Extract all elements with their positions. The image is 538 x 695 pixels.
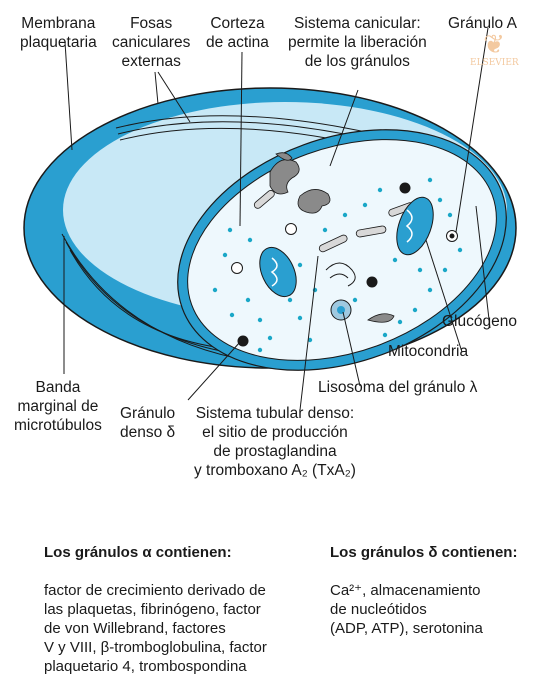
label-corteza: Corteza de actina [206,15,269,51]
glycogen-dot [257,347,263,353]
glycogen-dot [287,297,293,303]
label-sistema-tubular: Sistema tubular denso: el sitio de produ… [194,405,356,479]
glycogen-dot [222,252,228,258]
label-granulo-a: Gránulo A [448,15,517,32]
glycogen-dot [212,287,218,293]
elsevier-logo: ❦ ELSEVIER [470,30,519,68]
platelet-diagram [23,27,517,411]
glycogen-dot [297,262,303,268]
label-glucogeno: Glucógeno [442,313,517,330]
dense-granules [237,182,411,347]
glycogen-dot [447,212,453,218]
glycogen-dot [382,332,388,338]
legend-delta-body: Ca²⁺, almacenamiento de nucleótidos (ADP… [330,582,483,637]
dense-tubular-system [253,190,414,253]
glycogen-dot [267,335,273,341]
glycogen-dot [352,297,358,303]
legend-alpha-body: factor de crecimiento derivado de las pl… [44,582,267,675]
glycogen-dot [257,317,263,323]
legend-delta-title: Los gránulos δ contienen: [330,544,518,561]
label-banda: Banda marginal de microtúbulos [14,379,102,434]
legend-delta: Los gránulos δ contienen: Ca²⁺, almacena… [330,524,517,657]
legend-alpha-title: Los gránulos α contienen: [44,544,232,561]
mitochondria [259,196,434,298]
glycogen-dot [417,267,423,273]
canalicular-system [269,152,395,323]
glycogen-dot [229,312,235,318]
label-mitocondria: Mitocondria [388,343,469,360]
glycogen-dot [427,177,433,183]
glycogen-dot [377,187,383,193]
glycogen-dot [397,319,403,325]
glycogen-particles [212,177,463,353]
alpha-granules [231,223,458,274]
glycogen-dot [245,297,251,303]
glycogen-dot [227,227,233,233]
golgi-structure [325,262,356,287]
glycogen-dot [322,227,328,233]
leader-lines [63,27,491,411]
glycogen-dot [412,307,418,313]
label-granulo-denso: Gránulo denso δ [120,405,176,441]
label-fosas: Fosas caniculares externas [112,15,191,70]
glycogen-dot [342,212,348,218]
platelet-body [23,87,517,371]
glycogen-dot [392,257,398,263]
glycogen-dot [362,202,368,208]
glycogen-dot [427,287,433,293]
label-lisosoma: Lisosoma del gránulo λ [318,379,478,396]
glycogen-dot [442,267,448,273]
label-sistema-canicular: Sistema canicular: permite la liberación… [288,15,427,70]
glycogen-dot [297,315,303,321]
lysosome [330,299,352,321]
glycogen-dot [247,237,253,243]
legend-alpha: Los gránulos α contienen: factor de crec… [44,524,267,695]
glycogen-dot [307,337,313,343]
label-membrana: Membrana plaquetaria [20,15,97,51]
glycogen-dot [457,247,463,253]
glycogen-dot [437,197,443,203]
